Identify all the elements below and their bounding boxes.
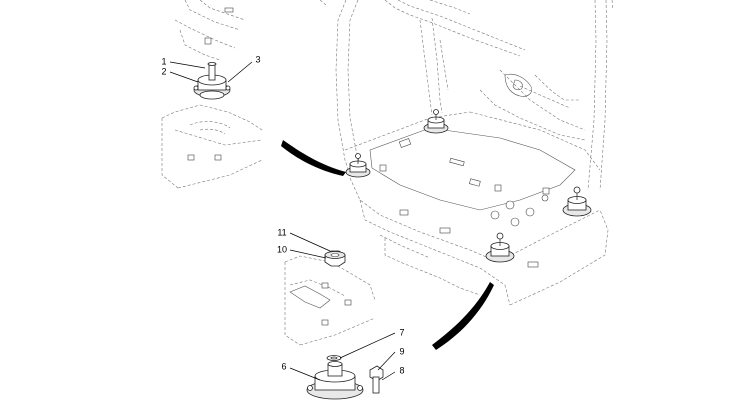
arrow-upper-to-cab <box>281 140 346 176</box>
cab-frame <box>319 0 614 306</box>
callout-7: 7 <box>399 327 404 337</box>
arrow-lower-to-cab <box>432 282 494 350</box>
cab-mount-front-left <box>345 153 371 178</box>
lower-nut <box>324 250 346 267</box>
lower-washer <box>326 355 342 361</box>
callout-3: 3 <box>255 54 260 64</box>
callout-2: 2 <box>161 66 166 76</box>
cab-mount-rear-left <box>423 109 449 134</box>
callout-6: 6 <box>281 361 286 371</box>
leader-lines <box>169 61 396 381</box>
callout-1: 1 <box>161 56 166 66</box>
cab-mount-rear-right <box>562 186 592 217</box>
callout-11: 11 <box>277 227 286 237</box>
lower-bolt <box>369 365 384 394</box>
upper-detail-mount <box>193 62 231 100</box>
lower-mount <box>306 361 364 400</box>
callout-8: 8 <box>399 365 404 375</box>
callout-10: 10 <box>277 244 287 254</box>
callout-9: 9 <box>399 346 404 356</box>
upper-detail-frame <box>161 0 263 189</box>
lower-detail-frame <box>284 255 376 346</box>
cab-mount-front-right <box>485 232 515 263</box>
